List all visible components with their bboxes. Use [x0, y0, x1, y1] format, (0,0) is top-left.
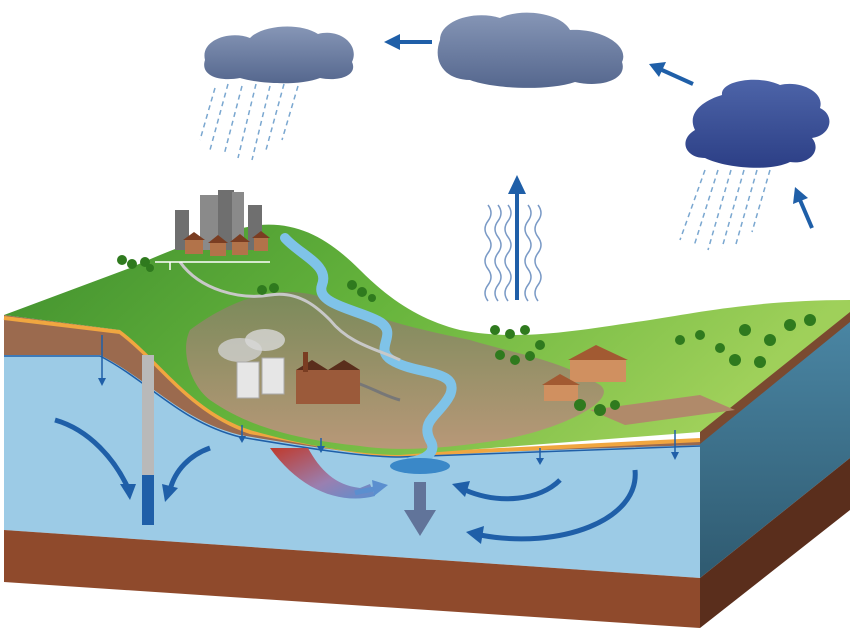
rain-left-icon — [199, 83, 299, 161]
river-pool — [390, 458, 450, 474]
well-icon — [142, 355, 154, 525]
groundwater-flow-arrows — [54, 417, 638, 542]
farmhouse-icon — [542, 345, 628, 401]
river — [280, 233, 457, 467]
aquifer-layer — [4, 355, 700, 578]
discharge-arrow — [404, 482, 436, 536]
evaporation-arrow-icon — [508, 175, 526, 300]
block-right-side-soil — [700, 310, 850, 444]
contaminant-plume — [270, 448, 375, 499]
evaporation-icon — [484, 204, 542, 302]
road — [178, 261, 401, 362]
plume-flow-arrow — [354, 480, 388, 496]
valley-floor — [186, 291, 604, 449]
block-right-side-bedrock — [700, 458, 850, 628]
factory-icon — [218, 329, 360, 404]
cloud-right-icon — [685, 79, 830, 168]
city-icon — [155, 190, 270, 270]
cloud-left-icon — [204, 26, 354, 84]
recharge-arrows — [98, 335, 679, 465]
cloud-flow-arrows — [384, 34, 814, 229]
cloud-middle-icon — [437, 12, 624, 88]
farm-field — [590, 395, 735, 425]
block-right-side-aquifer — [700, 318, 850, 578]
tree-icons — [117, 255, 816, 416]
groundwater-arrowheads — [120, 481, 484, 544]
bedrock-layer — [4, 530, 700, 628]
rain-right-icon — [679, 169, 771, 251]
